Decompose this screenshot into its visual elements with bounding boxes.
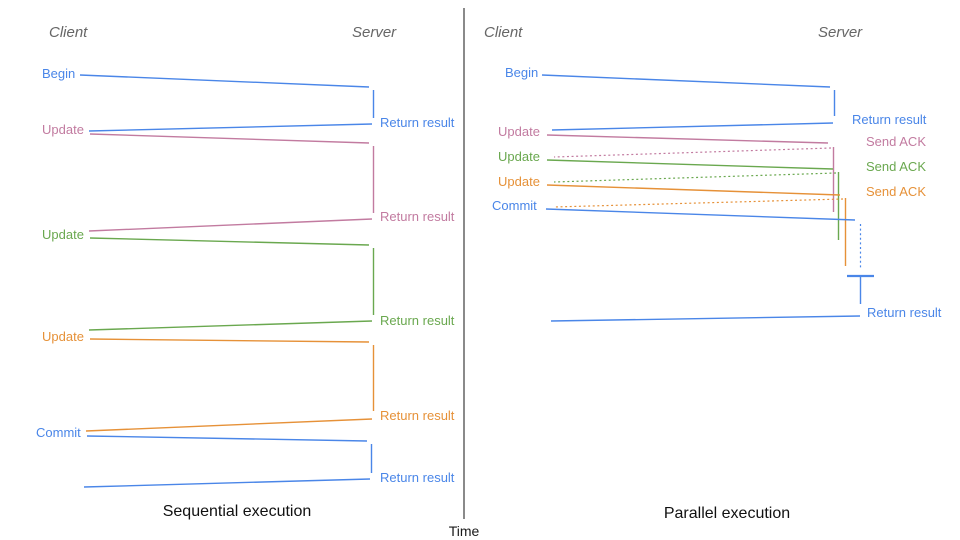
seq-update1-response-label: Return result — [380, 209, 455, 224]
par-update1-ack-arrow — [553, 147, 832, 158]
seq-update2-return-arrow — [88, 320, 373, 331]
seq-commit-label: Commit — [36, 425, 81, 440]
seq-update1-label: Update — [42, 122, 84, 137]
par-update1-request-arrow — [546, 134, 829, 144]
seq-update3-label: Update — [42, 329, 84, 344]
seq-update1-return-arrow — [88, 218, 373, 232]
par-update3-response-label: Send ACK — [866, 184, 926, 199]
par-update3-request-arrow — [546, 184, 841, 196]
seq-begin-return-arrow — [88, 123, 373, 132]
seq-panel-title: Sequential execution — [162, 503, 312, 520]
par-panel-title: Parallel execution — [663, 505, 791, 522]
seq-begin-request-arrow — [79, 74, 370, 88]
par-update1-label: Update — [498, 124, 540, 139]
seq-commit-request-arrow — [86, 435, 368, 442]
par-update3-ack-arrow — [553, 198, 844, 208]
par-begin-request-arrow — [541, 74, 831, 88]
par-update2-label: Update — [498, 149, 540, 164]
par-update3-label: Update — [498, 174, 540, 189]
seq-update3-return-arrow — [85, 418, 373, 432]
seq-update3-response-label: Return result — [380, 408, 455, 423]
par-begin-return-arrow — [551, 122, 834, 131]
par-commit-request-arrow — [545, 208, 856, 221]
par-client-header: Client — [484, 24, 523, 41]
par-commit-return-arrow — [550, 315, 861, 322]
par-update2-ack-arrow — [553, 172, 837, 183]
seq-begin-label: Begin — [42, 66, 76, 81]
seq-commit-return-arrow — [83, 478, 371, 488]
seq-server-header: Server — [352, 24, 397, 41]
seq-commit-response-label: Return result — [380, 470, 455, 485]
seq-client-header: Client — [49, 24, 88, 41]
time-axis-label: Time — [448, 523, 480, 539]
par-update2-response-label: Send ACK — [866, 159, 926, 174]
par-begin-label: Begin — [505, 65, 539, 80]
seq-update2-label: Update — [42, 227, 84, 242]
par-begin-response-label: Return result — [852, 112, 927, 127]
par-update2-request-arrow — [546, 159, 834, 170]
par-commit-response-label: Return result — [867, 305, 942, 320]
par-server-header: Server — [818, 24, 863, 41]
par-commit-label: Commit — [492, 198, 537, 213]
seq-update2-request-arrow — [89, 237, 370, 246]
seq-update1-request-arrow — [89, 133, 370, 144]
seq-begin-response-label: Return result — [380, 115, 455, 130]
seq-update3-request-arrow — [89, 338, 370, 343]
seq-update2-response-label: Return result — [380, 313, 455, 328]
par-update1-response-label: Send ACK — [866, 134, 926, 149]
